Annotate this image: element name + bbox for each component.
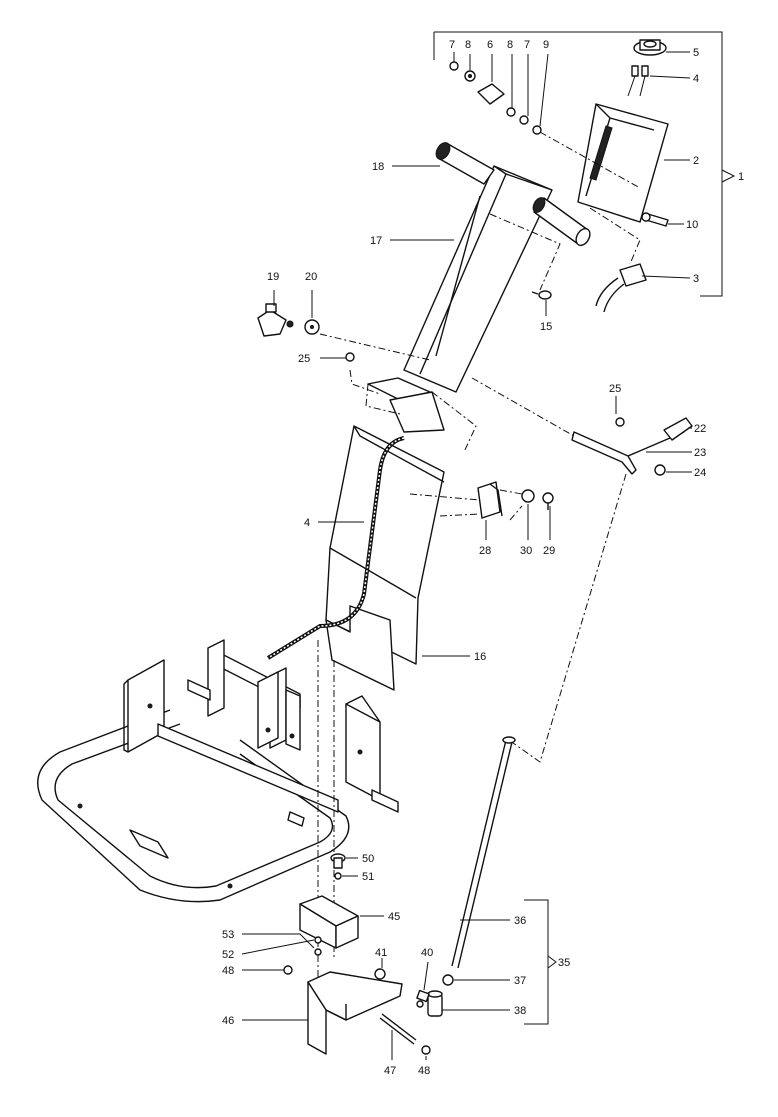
callout-20: 20 [305,271,317,283]
callout-17: 17 [370,235,382,247]
callout-46: 46 [222,1015,234,1027]
key-switch [633,39,667,56]
lower-handle [325,425,445,691]
callout-16: 16 [474,651,486,663]
right-grip [532,197,591,247]
callout-24: 24 [694,467,706,479]
nut-41 [374,968,386,980]
control-rod [451,736,516,969]
callout-15: 15 [540,321,552,333]
rod-47 [379,1013,417,1045]
bolt-40 [416,989,430,1008]
callout-45: 45 [388,911,400,923]
callout-23: 23 [694,447,706,459]
callout-4: 4 [304,517,310,529]
callout-8: 8 [465,39,471,51]
callout-7: 7 [449,39,455,51]
upper-handle [403,165,553,393]
callout-5: 5 [693,47,699,59]
bracket-28 [409,481,503,519]
callout-6: 6 [487,39,493,51]
bolt-10 [641,212,669,227]
bracket-46 [307,971,403,1055]
callout-22: 22 [694,423,706,435]
leader-lines [241,51,692,1060]
callout-36: 36 [514,915,526,927]
callout-1: 1 [738,171,744,183]
assembly-35-bracket [524,899,557,1025]
left-grip [435,142,495,185]
bracket-45 [299,895,359,949]
frame [37,639,399,903]
callout-25: 25 [298,353,310,365]
callout-30: 30 [520,545,532,557]
callout-52: 52 [222,949,234,961]
nut-25-right [615,417,625,427]
washer-20 [304,319,320,335]
clamp-plate [365,377,477,453]
callout-7: 7 [524,39,530,51]
callout-10: 10 [686,219,698,231]
callout-35: 35 [558,957,570,969]
nut-48-bottom [421,1045,431,1055]
callout-38: 38 [514,1005,526,1017]
callout-9: 9 [543,39,549,51]
washer-51 [334,872,342,880]
callout-41: 41 [375,947,387,959]
callout-labels: 7 8 6 8 7 9 5 4 2 1 10 3 18 17 19 20 15 … [222,39,744,1077]
cable-4 [266,436,405,660]
assembly-1-bracket [433,31,736,297]
bolt-50 [330,853,346,869]
wire-harness-3 [589,207,647,313]
callout-29: 29 [543,545,555,557]
nut-48-left [283,965,293,975]
callout-40: 40 [421,947,433,959]
callout-48: 48 [222,965,234,977]
callout-51: 51 [362,871,374,883]
bushing-38 [427,990,443,1017]
callout-3: 3 [693,273,699,285]
callout-2: 2 [693,155,699,167]
screw-15 [531,290,552,300]
callout-47: 47 [384,1065,396,1077]
control-lever [471,377,693,476]
callout-8: 8 [507,39,513,51]
screw-29 [542,492,554,510]
callout-25: 25 [609,383,621,395]
callout-4: 4 [693,73,699,85]
nut-25-left [345,352,355,362]
callout-48: 48 [418,1065,430,1077]
callout-28: 28 [479,545,491,557]
callout-18: 18 [372,161,384,173]
callout-19: 19 [267,271,279,283]
callout-50: 50 [362,853,374,865]
switch-19 [257,303,294,337]
switch-terminals [627,65,649,97]
washer-53 [314,948,322,956]
control-box [577,103,669,223]
nut-37 [442,974,454,986]
callout-37: 37 [514,975,526,987]
hardware-6-7-8-9 [449,61,542,135]
callout-53: 53 [222,929,234,941]
washer-30 [521,489,535,503]
bolt-52 [314,936,322,944]
